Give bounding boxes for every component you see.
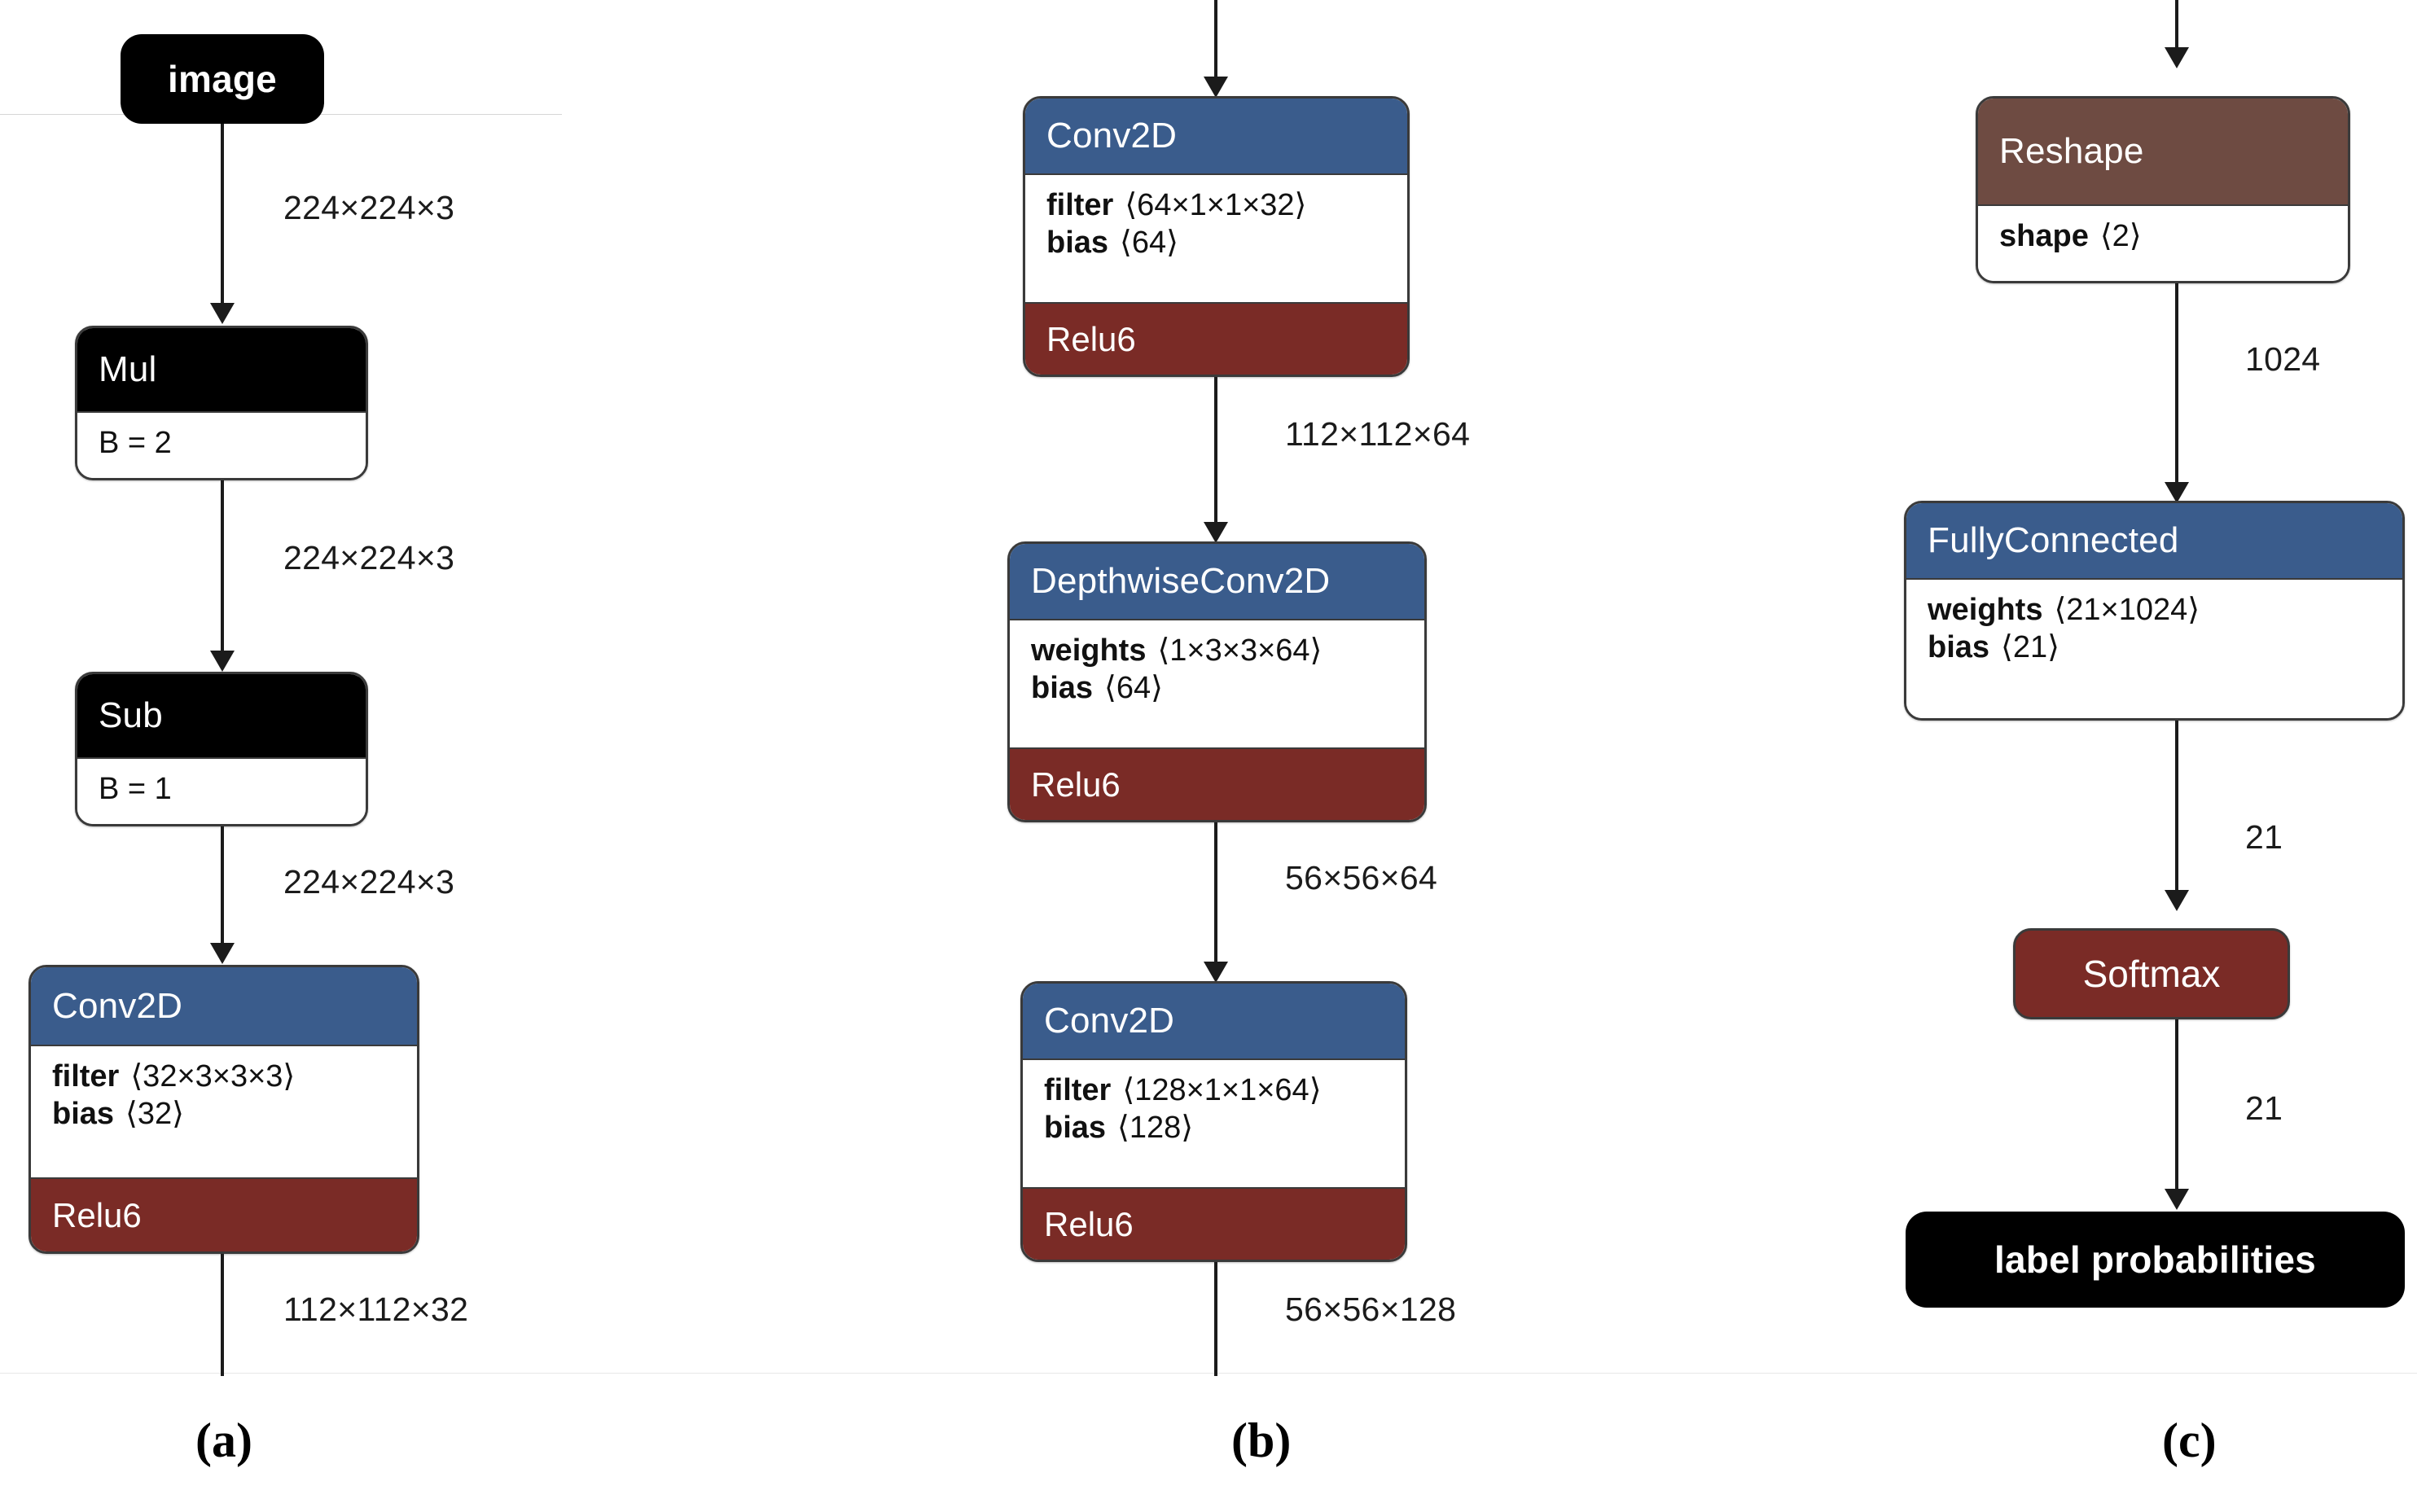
node-conv2d-b1[interactable]: Conv2D filter⟨64×1×1×32⟩ bias⟨64⟩ Relu6 (1023, 96, 1410, 377)
node-conv2d-a[interactable]: Conv2D filter⟨32×3×3×3⟩ bias⟨32⟩ Relu6 (29, 965, 419, 1254)
node-reshape[interactable]: Reshape shape⟨2⟩ (1976, 96, 2350, 283)
node-conv2d-b2-activation-label: Relu6 (1044, 1204, 1134, 1243)
edge-label-depthwise-to-conv2d-b2: 56×56×64 (1285, 859, 1438, 896)
node-mul-title: Mul (99, 349, 157, 389)
node-fullyconnected[interactable]: FullyConnected weights⟨21×1024⟩ bias⟨21⟩ (1904, 501, 2405, 721)
arrowhead-sub-to-conv2d (210, 943, 235, 964)
node-reshape-body: shape⟨2⟩ (1978, 204, 2348, 281)
node-sub-param-b: B = 1 (99, 772, 172, 806)
node-fullyconnected-title: FullyConnected (1928, 520, 2179, 560)
panel-caption-c: (c) (2162, 1413, 2217, 1467)
node-conv2d-a-param-filter: filter⟨32×3×3×3⟩ (52, 1059, 296, 1093)
node-conv2d-a-body: filter⟨32×3×3×3⟩ bias⟨32⟩ (31, 1045, 417, 1179)
node-reshape-param-shape: shape⟨2⟩ (1999, 219, 2142, 253)
arrowhead-into-conv2d-b1 (1204, 77, 1228, 98)
arrowhead-image-to-mul (210, 303, 235, 324)
node-conv2d-a-param-bias: bias⟨32⟩ (52, 1097, 184, 1132)
arrowhead-depthwise-to-conv2d-b2 (1204, 962, 1228, 983)
node-mul-param-b: B = 2 (99, 426, 172, 460)
node-depthwiseconv2d-param-bias: bias⟨64⟩ (1031, 671, 1163, 706)
node-sub-title: Sub (99, 695, 163, 735)
edge-fullyconnected-to-softmax (2175, 721, 2178, 893)
arrowhead-into-reshape (2165, 47, 2189, 68)
node-fullyconnected-body: weights⟨21×1024⟩ bias⟨21⟩ (1906, 578, 2402, 718)
page-rule-bottom (0, 1373, 2417, 1374)
arrowhead-mul-to-sub (210, 651, 235, 672)
edge-reshape-to-fullyconnected (2175, 283, 2178, 485)
edge-depthwise-to-conv2d-b2 (1214, 822, 1217, 965)
node-softmax[interactable]: Softmax (2013, 928, 2290, 1019)
edge-label-reshape-to-fullyconnected: 1024 (2245, 340, 2321, 378)
edge-label-softmax-to-label-probabilities: 21 (2245, 1089, 2283, 1127)
node-reshape-header: Reshape (1978, 99, 2348, 204)
node-depthwiseconv2d-body: weights⟨1×3×3×64⟩ bias⟨64⟩ (1010, 619, 1424, 749)
node-conv2d-b2-body: filter⟨128×1×1×64⟩ bias⟨128⟩ (1023, 1058, 1405, 1189)
node-image[interactable]: image (121, 34, 324, 124)
edge-into-reshape (2175, 0, 2178, 50)
arrowhead-reshape-to-fullyconnected (2165, 482, 2189, 503)
arrowhead-conv2d-b1-to-depthwise (1204, 522, 1228, 543)
node-depthwiseconv2d-activation-label: Relu6 (1031, 765, 1121, 804)
node-conv2d-b1-header: Conv2D (1025, 99, 1407, 173)
node-fullyconnected-param-weights: weights⟨21×1024⟩ (1928, 593, 2200, 627)
edge-label-sub-to-conv2d: 224×224×3 (283, 863, 455, 901)
node-label-probabilities[interactable]: label probabilities (1906, 1212, 2405, 1308)
node-image-label: image (168, 58, 277, 100)
node-conv2d-a-activation-label: Relu6 (52, 1195, 142, 1234)
edge-into-conv2d-b1 (1214, 0, 1217, 80)
node-depthwiseconv2d-header: DepthwiseConv2D (1010, 544, 1424, 619)
panel-caption-b: (b) (1231, 1413, 1292, 1467)
node-depthwiseconv2d-param-weights: weights⟨1×3×3×64⟩ (1031, 633, 1323, 668)
edge-image-to-mul (221, 124, 224, 306)
edge-mul-to-sub (221, 480, 224, 654)
node-conv2d-b2-header: Conv2D (1023, 984, 1405, 1058)
node-conv2d-b1-activation-label: Relu6 (1046, 319, 1136, 358)
node-depthwiseconv2d-activation: Relu6 (1010, 749, 1424, 820)
node-conv2d-b2-title: Conv2D (1044, 1001, 1175, 1041)
node-sub-param-row: B = 1 (99, 770, 366, 808)
node-fullyconnected-header: FullyConnected (1906, 503, 2402, 578)
node-sub-body: B = 1 (77, 757, 366, 824)
node-conv2d-b1-param-bias: bias⟨64⟩ (1046, 226, 1178, 261)
node-conv2d-a-header: Conv2D (31, 967, 417, 1045)
node-conv2d-b2-param-bias: bias⟨128⟩ (1044, 1111, 1194, 1146)
node-sub[interactable]: Sub B = 1 (75, 672, 368, 826)
arrowhead-softmax-to-label-probabilities (2165, 1189, 2189, 1210)
node-mul-param-row: B = 2 (99, 424, 366, 462)
node-mul-header: Mul (77, 328, 366, 411)
node-conv2d-b1-activation: Relu6 (1025, 304, 1407, 375)
panel-caption-a: (a) (195, 1413, 252, 1467)
node-conv2d-b2[interactable]: Conv2D filter⟨128×1×1×64⟩ bias⟨128⟩ Relu… (1020, 981, 1407, 1262)
node-fullyconnected-param-bias: bias⟨21⟩ (1928, 630, 2059, 665)
edge-label-conv2d-b1-to-depthwise: 112×112×64 (1285, 415, 1471, 453)
edge-label-image-to-mul: 224×224×3 (283, 189, 455, 226)
edge-label-conv2d-b2-out: 56×56×128 (1285, 1291, 1457, 1328)
node-softmax-title: Softmax (2082, 953, 2221, 995)
node-label-probabilities-label: label probabilities (1994, 1238, 2316, 1281)
node-conv2d-b2-param-filter: filter⟨128×1×1×64⟩ (1044, 1073, 1322, 1107)
node-depthwiseconv2d[interactable]: DepthwiseConv2D weights⟨1×3×3×64⟩ bias⟨6… (1007, 541, 1427, 822)
edge-softmax-to-label-probabilities (2175, 1019, 2178, 1192)
node-conv2d-a-activation: Relu6 (31, 1179, 417, 1251)
node-conv2d-b2-activation: Relu6 (1023, 1189, 1405, 1260)
node-conv2d-b1-param-filter: filter⟨64×1×1×32⟩ (1046, 188, 1307, 222)
arrowhead-fullyconnected-to-softmax (2165, 890, 2189, 911)
edge-label-fullyconnected-to-softmax: 21 (2245, 818, 2283, 856)
edge-conv2d-a-out (221, 1254, 224, 1376)
edge-conv2d-b2-out (1214, 1262, 1217, 1376)
node-conv2d-b1-body: filter⟨64×1×1×32⟩ bias⟨64⟩ (1025, 173, 1407, 304)
edge-conv2d-b1-to-depthwise (1214, 377, 1217, 525)
node-sub-header: Sub (77, 674, 366, 757)
node-mul-body: B = 2 (77, 411, 366, 478)
node-conv2d-a-title: Conv2D (52, 985, 183, 1026)
node-conv2d-b1-title: Conv2D (1046, 116, 1178, 156)
edge-label-mul-to-sub: 224×224×3 (283, 539, 455, 576)
node-mul[interactable]: Mul B = 2 (75, 326, 368, 480)
node-reshape-title: Reshape (1999, 131, 2144, 171)
edge-sub-to-conv2d (221, 826, 224, 962)
edge-label-conv2d-a-out: 112×112×32 (283, 1291, 469, 1328)
node-depthwiseconv2d-title: DepthwiseConv2D (1031, 561, 1331, 601)
